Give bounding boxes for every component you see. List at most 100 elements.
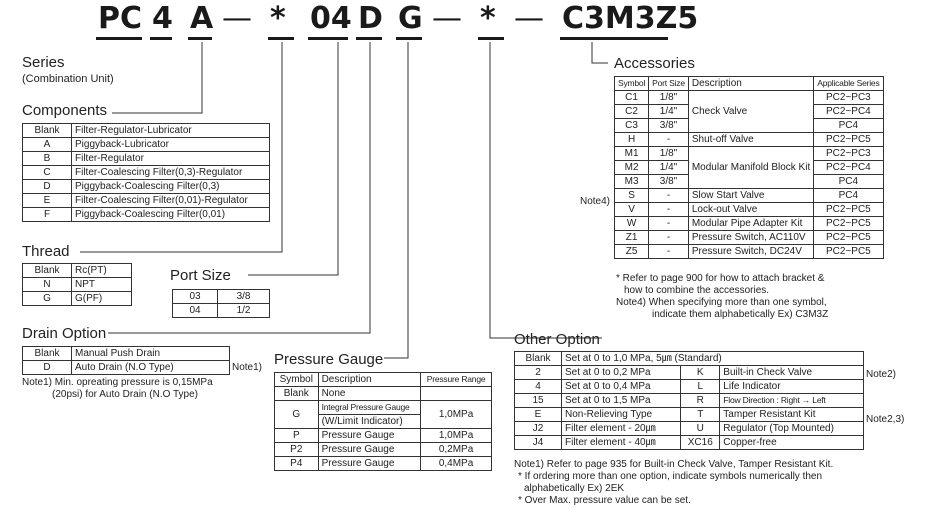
code-underline — [356, 37, 382, 40]
accessory-applicable-series: PC4 — [813, 188, 884, 203]
other-description: Non-Relieving Type — [560, 407, 682, 422]
component-description: Filter-Regulator — [71, 151, 270, 166]
other-symbol: 4 — [514, 379, 562, 394]
gauge-description: Integral Pressure Gauge — [317, 400, 422, 415]
drain-symbol: D — [22, 360, 72, 375]
component-description: Filter-Coalescing Filter(0,01)-Regulator — [71, 193, 270, 208]
code-underline — [188, 37, 212, 40]
accessory-port-size: - — [648, 244, 689, 259]
gauge-range: 0,4MPa — [420, 456, 492, 471]
gauge-symbol: P — [274, 428, 319, 443]
drain-note-1: Note1) Min. opreating pressure is 0,15MP… — [22, 377, 213, 388]
accessory-applicable-series: PC2~PC4 — [813, 104, 884, 119]
other-side-note-k: Note2) — [866, 369, 897, 380]
accessory-port-size: 3/8" — [648, 174, 689, 189]
accessory-port-size: 1/4" — [648, 104, 689, 119]
drain-description: Auto Drain (N.O Type) — [71, 360, 230, 375]
accessory-description: Lock-out Valve — [687, 202, 815, 217]
gauge-range: 1,0MPa — [420, 400, 492, 429]
components-title: Components — [22, 102, 108, 119]
accessory-port-size: 3/8" — [648, 118, 689, 133]
code-port-size: 04 — [310, 1, 352, 36]
accessory-symbol: M3 — [613, 174, 650, 189]
component-description: Filter-Regulator-Lubricator — [71, 123, 270, 138]
port-size-value: 1/2 — [217, 303, 270, 318]
other-description: Filter element - 20㎛ — [560, 421, 682, 436]
drain-symbol: Blank — [22, 346, 72, 361]
code-thread: * — [270, 1, 286, 36]
accessory-description: Shut-off Valve — [687, 132, 815, 147]
gauge-header-range: Pressure Range — [420, 372, 492, 387]
code-underline — [268, 37, 294, 40]
accessory-description: Check Valve — [687, 90, 815, 133]
other-option-title: Other Option — [514, 331, 600, 348]
other-note-3: alphabetically Ex) 2EK — [524, 483, 625, 494]
other-symbol-2: U — [680, 421, 721, 436]
component-description: Filter-Coalescing Filter(0,3)-Regulator — [71, 165, 270, 180]
accessory-description: Modular Pipe Adapter Kit — [687, 216, 815, 231]
accessory-symbol: W — [613, 216, 650, 231]
gauge-description: None — [317, 386, 422, 401]
component-description: Piggyback-Lubricator — [71, 137, 270, 152]
accessory-port-size: - — [648, 216, 689, 231]
accessories-header-description: Description — [687, 76, 815, 91]
other-description-2: Flow Direction : Right → Left — [719, 393, 864, 408]
accessory-applicable-series: PC4 — [813, 174, 884, 189]
accessory-symbol: C1 — [613, 90, 650, 105]
other-description: Set at 0 to 1,0 MPa, 5㎛ (Standard) — [561, 351, 864, 366]
gauge-symbol: Blank — [274, 386, 319, 401]
accessory-symbol: M1 — [613, 146, 650, 161]
accessory-symbol: Z5 — [613, 244, 650, 259]
accessory-applicable-series: PC2~PC5 — [813, 202, 884, 217]
gauge-description: Pressure Gauge — [317, 428, 422, 443]
accessory-port-size: - — [648, 202, 689, 217]
other-symbol-2: R — [680, 393, 721, 408]
code-gauge: G — [398, 1, 423, 36]
other-symbol-2: T — [680, 407, 721, 422]
other-symbol: J4 — [514, 435, 562, 450]
thread-title: Thread — [22, 243, 70, 260]
code-underline — [150, 37, 172, 40]
accessory-symbol: H — [613, 132, 650, 147]
thread-symbol: N — [22, 277, 72, 292]
other-symbol: 2 — [514, 365, 562, 380]
accessories-note-1: * Refer to page 900 for how to attach br… — [616, 273, 825, 284]
series-title: Series — [22, 54, 65, 71]
accessories-note-2: how to combine the accessories. — [624, 285, 770, 296]
component-symbol: F — [22, 207, 72, 222]
accessory-description: Pressure Switch, DC24V — [687, 244, 815, 259]
accessory-symbol: C2 — [613, 104, 650, 119]
accessory-applicable-series: PC2~PC3 — [813, 146, 884, 161]
thread-symbol: Blank — [22, 263, 72, 278]
code-series: PC — [98, 1, 143, 36]
accessory-applicable-series: PC2~PC3 — [813, 90, 884, 105]
component-symbol: D — [22, 179, 72, 194]
gauge-description: (W/Limit Indicator) — [317, 414, 422, 429]
accessory-port-size: 1/8" — [648, 90, 689, 105]
accessory-description: Modular Manifold Block Kit — [687, 146, 815, 189]
